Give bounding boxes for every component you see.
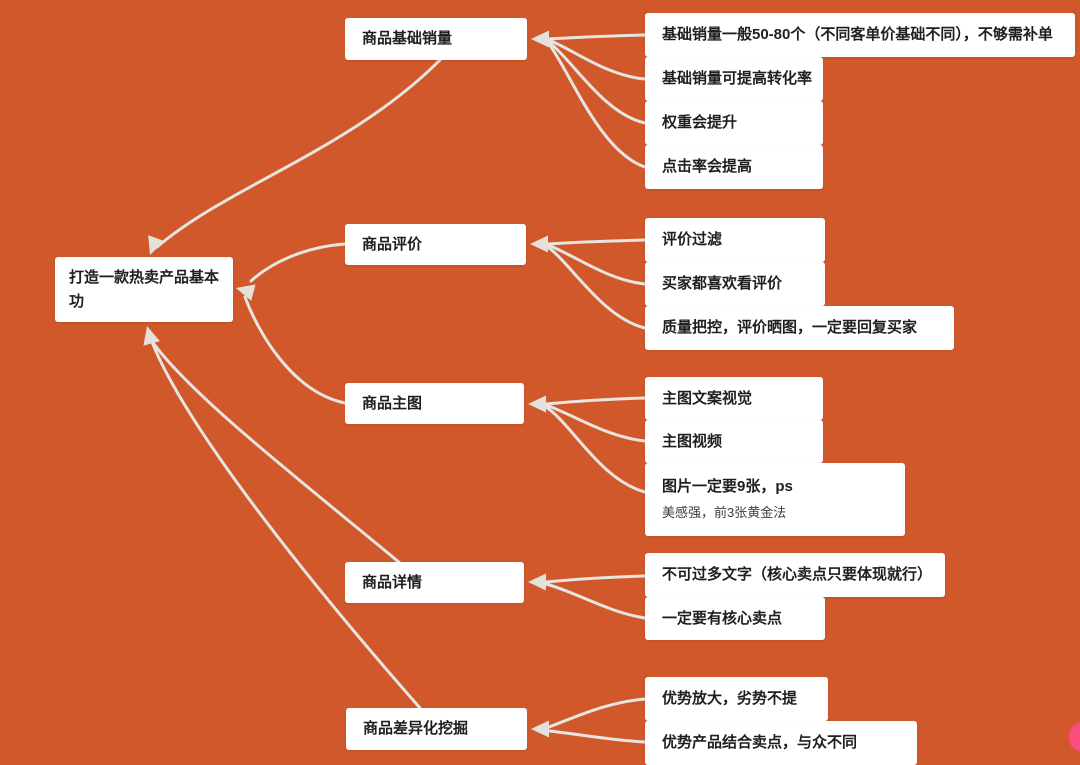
child-node-main-image-1[interactable]: 主图文案视觉 (645, 377, 823, 420)
edge-b1c4 (547, 42, 647, 169)
child-label: 优势放大，劣势不提 (662, 690, 798, 708)
branch-label: 商品基础销量 (362, 30, 453, 48)
child-node-review-1[interactable]: 评价过滤 (645, 218, 825, 262)
child-label: 点击率会提高 (662, 158, 753, 176)
child-node-review-2[interactable]: 买家都喜欢看评价 (645, 262, 825, 306)
arrowhead-root-right (236, 284, 256, 301)
edge-b2c3 (546, 245, 647, 330)
child-node-detail-2[interactable]: 一定要有核心卖点 (645, 597, 825, 640)
edge-diff-to-root (150, 340, 422, 710)
child-label: 主图文案视觉 (662, 389, 753, 407)
arrowhead-review (530, 235, 548, 253)
branch-node-main-image[interactable]: 商品主图 (345, 383, 524, 424)
child-label: 权重会提升 (662, 114, 738, 132)
root-node-label: 打造一款热卖产品基本功 (69, 268, 220, 310)
edge-b3c3 (544, 405, 647, 494)
edge-b1c3 (547, 40, 647, 125)
child-label: 一定要有核心卖点 (662, 609, 783, 627)
edge-b4c2 (544, 582, 647, 620)
child-label: 基础销量一般50-80个（不同客单价基础不同），不够需补单 (662, 26, 1053, 44)
branch-label: 商品主图 (362, 394, 423, 412)
child-node-base-sales-3[interactable]: 权重会提升 (645, 101, 823, 145)
child-node-differentiation-1[interactable]: 优势放大，劣势不提 (645, 677, 828, 721)
edge-review-to-root (249, 242, 347, 283)
arrowhead-sales (531, 30, 549, 48)
child-label: 基础销量可提高转化率 (662, 70, 813, 88)
arrowhead-detail (528, 573, 546, 591)
edge-b2c2 (546, 243, 647, 286)
arrowhead-diff (531, 720, 549, 738)
child-node-main-image-3[interactable]: 图片一定要9张，ps 美感强，前3张黄金法 (645, 463, 905, 536)
edge-detail-to-root (149, 338, 402, 565)
child-label: 买家都喜欢看评价 (662, 275, 783, 293)
edge-mainimage-to-root (243, 295, 347, 405)
edge-b2c1 (546, 238, 647, 246)
edge-sales-to-root (155, 58, 442, 249)
child-label: 质量把控，评价晒图，一定要回复买家 (662, 319, 918, 337)
root-node[interactable]: 打造一款热卖产品基本功 (55, 257, 233, 322)
branch-node-differentiation[interactable]: 商品差异化挖掘 (346, 708, 527, 750)
child-node-review-3[interactable]: 质量把控，评价晒图，一定要回复买家 (645, 306, 954, 350)
child-label: 评价过滤 (662, 231, 723, 249)
branch-node-review[interactable]: 商品评价 (345, 224, 526, 265)
arrowhead-root-bottom (143, 326, 160, 346)
pink-dot (1069, 722, 1080, 752)
child-label: 优势产品结合卖点，与众不同 (662, 734, 858, 752)
child-label: 不可过多文字（核心卖点只要体现就行） (662, 566, 933, 584)
child-node-differentiation-2[interactable]: 优势产品结合卖点，与众不同 (645, 721, 917, 765)
child-node-main-image-2[interactable]: 主图视频 (645, 420, 823, 463)
branch-node-detail[interactable]: 商品详情 (345, 562, 524, 603)
edge-b4c1 (544, 574, 647, 584)
edge-b1c1 (547, 33, 647, 41)
branch-node-base-sales[interactable]: 商品基础销量 (345, 18, 527, 60)
child-label: 图片一定要9张，ps (662, 477, 793, 495)
child-node-detail-1[interactable]: 不可过多文字（核心卖点只要体现就行） (645, 553, 945, 597)
edge-b3c1 (544, 396, 647, 406)
branch-label: 商品差异化挖掘 (363, 720, 469, 738)
arrowhead-root-top (148, 235, 165, 255)
branch-label: 商品详情 (362, 573, 423, 591)
child-node-base-sales-1[interactable]: 基础销量一般50-80个（不同客单价基础不同），不够需补单 (645, 13, 1075, 57)
branch-label: 商品评价 (362, 235, 423, 253)
edge-b3c2 (544, 403, 647, 443)
edge-b1c2 (547, 38, 647, 81)
child-node-base-sales-2[interactable]: 基础销量可提高转化率 (645, 57, 823, 101)
edge-b5c1 (547, 697, 647, 729)
child-node-base-sales-4[interactable]: 点击率会提高 (645, 145, 823, 189)
edge-b5c2 (547, 729, 647, 744)
child-note: 美感强，前3张黄金法 (662, 505, 787, 521)
child-label: 主图视频 (662, 432, 723, 450)
arrowhead-mainimage (528, 395, 546, 413)
